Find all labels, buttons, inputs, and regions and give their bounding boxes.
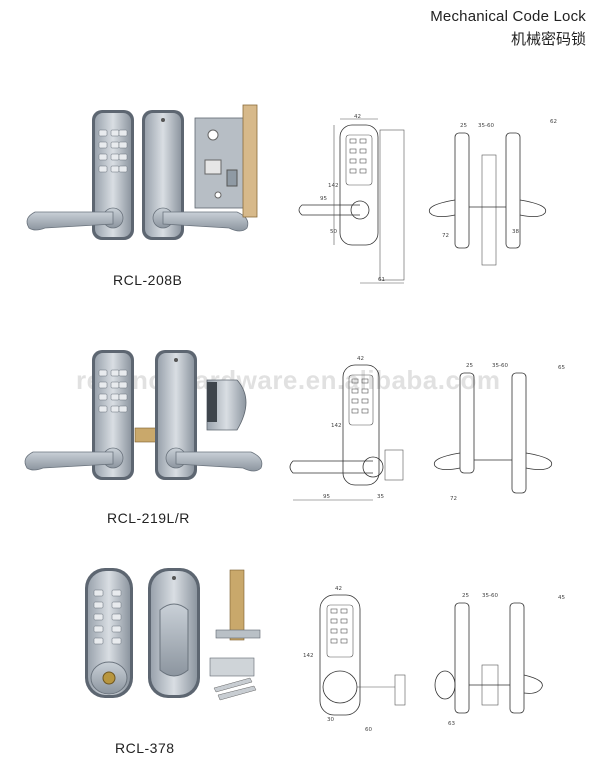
svg-text:35: 35 (377, 494, 384, 500)
svg-text:95: 95 (320, 196, 327, 202)
svg-text:25: 25 (466, 363, 473, 369)
svg-text:142: 142 (328, 183, 339, 189)
page-header: Mechanical Code Lock 机械密码锁 (430, 8, 586, 49)
title-chinese: 机械密码锁 (510, 30, 586, 48)
svg-text:65: 65 (558, 365, 565, 371)
technical-drawing-rcl-219lr-front: 42 142 95 35 (289, 356, 404, 501)
svg-text:35-60: 35-60 (492, 363, 508, 369)
svg-text:72: 72 (442, 233, 449, 239)
technical-drawing-rcl-219lr-side: 25 35-60 65 72 (433, 363, 565, 502)
svg-text:42: 42 (357, 356, 364, 362)
svg-text:38: 38 (512, 229, 519, 235)
svg-text:35-60: 35-60 (482, 593, 498, 599)
product-photo-rcl-219lr (24, 350, 263, 480)
product-label-rcl-378: RCL-378 (115, 740, 175, 756)
product-photo-rcl-378 (85, 568, 261, 701)
svg-text:60: 60 (365, 727, 372, 733)
svg-text:63: 63 (448, 721, 455, 727)
product-label-rcl-219lr: RCL-219L/R (107, 510, 190, 526)
svg-text:25: 25 (462, 593, 469, 599)
title-english: Mechanical Code Lock (430, 8, 586, 25)
svg-text:25: 25 (460, 123, 467, 129)
svg-text:61: 61 (378, 277, 385, 283)
svg-text:42: 42 (335, 586, 342, 592)
svg-text:30: 30 (327, 717, 334, 723)
product-photo-rcl-208b (26, 104, 258, 240)
svg-text:142: 142 (303, 653, 314, 659)
svg-text:45: 45 (558, 595, 565, 601)
svg-text:142: 142 (331, 423, 342, 429)
product-label-rcl-208b: RCL-208B (113, 272, 183, 288)
technical-drawing-rcl-208b-front: 42 142 95 50 61 (298, 114, 405, 284)
technical-drawing-rcl-208b-side: 25 35-60 62 72 38 (428, 119, 557, 266)
technical-drawing-rcl-378-front: 42 142 60 30 (303, 586, 406, 733)
technical-drawing-rcl-378-side: 25 35-60 45 63 (434, 593, 565, 727)
svg-text:62: 62 (550, 119, 557, 125)
svg-text:72: 72 (450, 496, 457, 502)
svg-text:42: 42 (354, 114, 361, 120)
svg-text:50: 50 (330, 229, 337, 235)
svg-text:95: 95 (323, 494, 330, 500)
svg-text:35-60: 35-60 (478, 123, 494, 129)
